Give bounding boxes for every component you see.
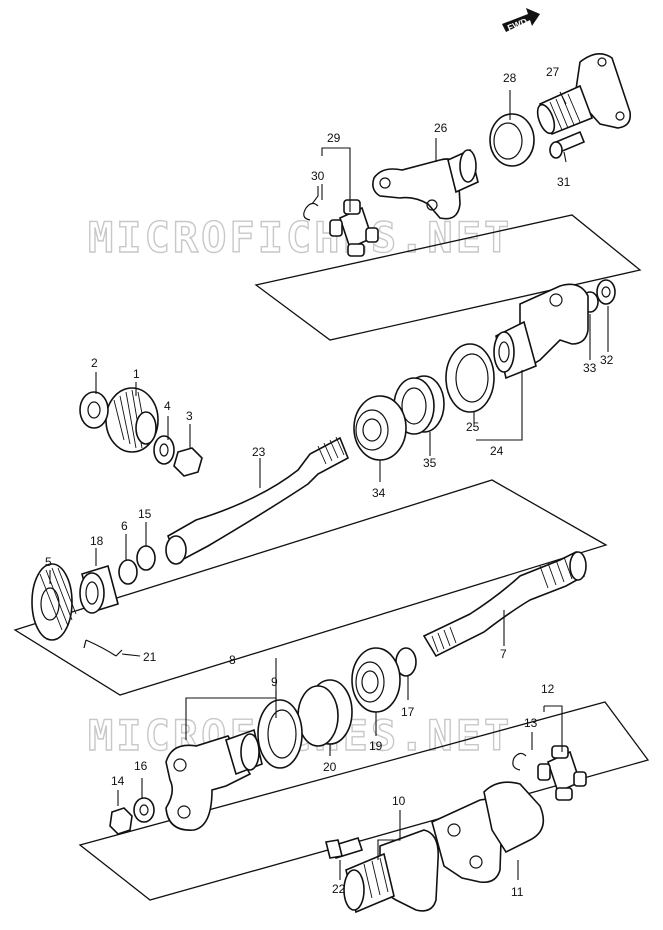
callout-17: 17 bbox=[401, 705, 415, 719]
part-21-circlip bbox=[83, 639, 123, 657]
part-14-nut bbox=[109, 807, 133, 835]
part-2-shim bbox=[79, 391, 109, 429]
callout-15: 15 bbox=[138, 507, 152, 521]
callout-16: 16 bbox=[134, 759, 148, 773]
part-20-bearing bbox=[297, 679, 353, 747]
callout-35: 35 bbox=[423, 456, 437, 470]
callout-12: 12 bbox=[541, 682, 555, 696]
part-6-washer bbox=[118, 559, 138, 585]
callout-24: 24 bbox=[490, 444, 504, 458]
callout-31: 31 bbox=[557, 175, 571, 189]
callout-23: 23 bbox=[252, 445, 266, 459]
part-10-companion-flange bbox=[343, 829, 440, 914]
part-31-bolt bbox=[549, 130, 586, 159]
callout-5: 5 bbox=[45, 555, 52, 569]
part-24-yoke-assembly bbox=[493, 283, 589, 380]
fwd-label: FWD bbox=[506, 16, 529, 33]
part-4-washer bbox=[153, 435, 175, 465]
callout-27: 27 bbox=[546, 65, 560, 79]
part-34-bearing bbox=[353, 395, 407, 461]
callout-32: 32 bbox=[600, 353, 614, 367]
callout-14: 14 bbox=[111, 774, 125, 788]
callout-13: 13 bbox=[524, 716, 538, 730]
callout-8: 8 bbox=[229, 653, 236, 667]
part-32-washer bbox=[596, 279, 616, 305]
callout-11: 11 bbox=[511, 885, 524, 899]
part-9-seal bbox=[257, 699, 303, 769]
frame-lower bbox=[78, 701, 650, 901]
callout-21: 21 bbox=[143, 650, 157, 664]
callout-34: 34 bbox=[372, 486, 386, 500]
part-25-seal-ring bbox=[445, 343, 495, 413]
callout-6: 6 bbox=[121, 519, 128, 533]
callout-20: 20 bbox=[323, 760, 337, 774]
callout-numbers: 1 2 3 4 5 6 7 8 9 10 11 12 13 14 15 16 1… bbox=[45, 65, 614, 899]
part-23-propeller-shaft bbox=[165, 436, 350, 565]
part-16-washer bbox=[133, 797, 155, 823]
part-19-bearing bbox=[351, 647, 401, 713]
leader-lines bbox=[49, 90, 609, 880]
callout-33: 33 bbox=[583, 361, 597, 375]
callout-7: 7 bbox=[500, 647, 507, 661]
part-28-seal bbox=[489, 113, 535, 167]
frame-middle bbox=[13, 479, 608, 696]
callout-28: 28 bbox=[503, 71, 517, 85]
callout-22: 22 bbox=[332, 882, 346, 896]
part-12-universal-joint bbox=[537, 745, 587, 801]
callout-19: 19 bbox=[369, 739, 383, 753]
part-3-nut bbox=[173, 447, 203, 477]
part-8-yoke-assembly bbox=[165, 728, 263, 831]
callout-3: 3 bbox=[186, 409, 193, 423]
fwd-arrow-icon: FWD bbox=[502, 8, 540, 33]
watermark-top: MICROFICHES.NET bbox=[88, 213, 512, 262]
part-1-bevel-gear bbox=[105, 387, 159, 453]
frame-upper bbox=[254, 214, 642, 341]
callout-26: 26 bbox=[434, 121, 448, 135]
callout-25: 25 bbox=[466, 420, 480, 434]
callout-30: 30 bbox=[311, 169, 325, 183]
part-11-flange-yoke bbox=[431, 781, 545, 884]
callout-1: 1 bbox=[133, 367, 140, 381]
part-22-bolt bbox=[325, 837, 364, 859]
part-7-drive-shaft bbox=[422, 550, 587, 658]
part-26-yoke bbox=[372, 148, 479, 220]
part-27-flange-shaft bbox=[536, 53, 632, 136]
callout-18: 18 bbox=[90, 534, 104, 548]
callout-2: 2 bbox=[91, 356, 98, 370]
part-29-universal-joint bbox=[329, 199, 379, 257]
callout-29: 29 bbox=[327, 131, 341, 145]
part-15-spacer bbox=[136, 545, 156, 571]
callout-10: 10 bbox=[392, 794, 406, 808]
callout-9: 9 bbox=[271, 675, 278, 689]
callout-4: 4 bbox=[164, 399, 171, 413]
part-13-circlip bbox=[512, 752, 527, 771]
part-5-ring-gear bbox=[31, 563, 77, 641]
part-18-bearing bbox=[79, 564, 119, 614]
